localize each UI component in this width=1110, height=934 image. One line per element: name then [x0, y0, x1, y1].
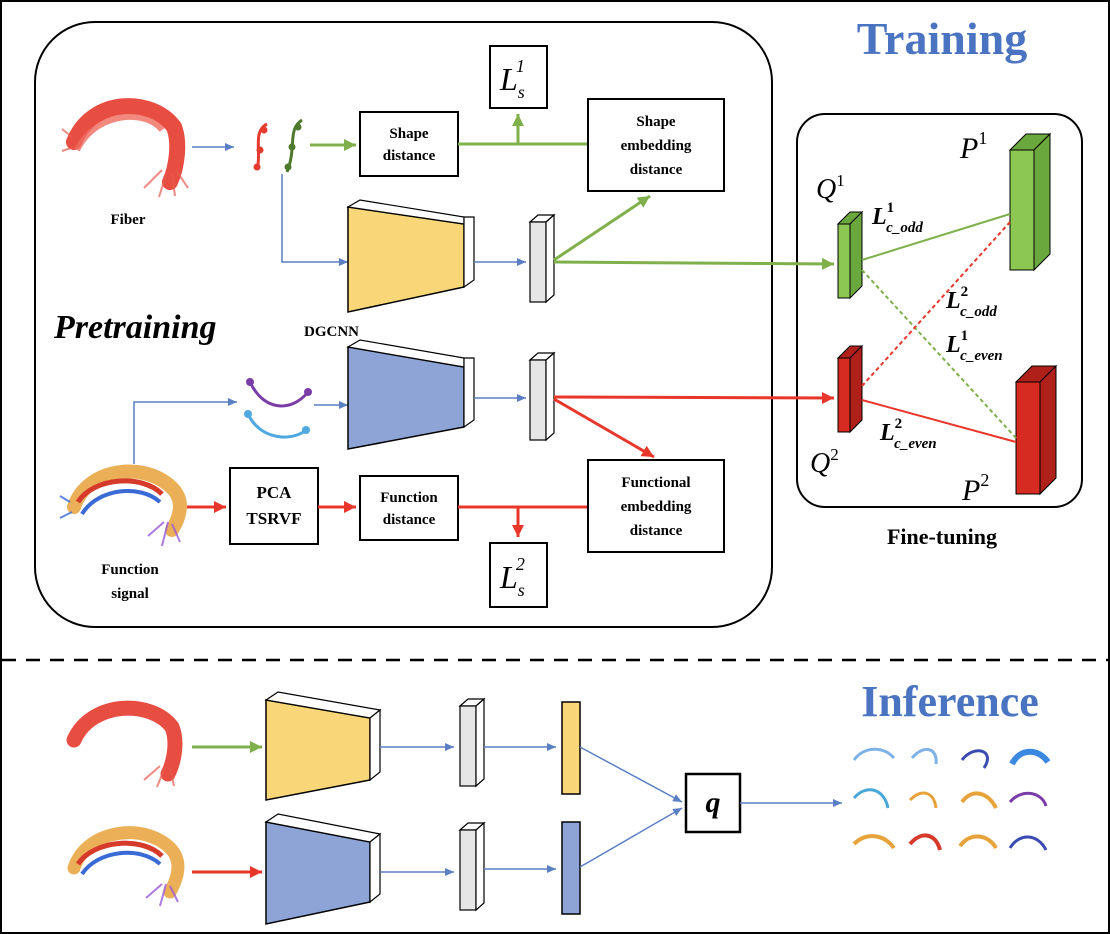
- shape-distance-label-2: distance: [383, 148, 436, 164]
- shape-embedding-distance-box: [587, 98, 725, 192]
- func-slab-to-q2-arrow: [553, 391, 835, 404]
- function-bundle-icon: [59, 464, 187, 547]
- slab-to-shape-embed-arrow: [553, 194, 651, 262]
- shape-embed-label-3: distance: [630, 162, 683, 178]
- function-encoder: [346, 339, 475, 450]
- function-signal-label-2: signal: [111, 586, 149, 602]
- shape-embed-label-1: Shape: [636, 114, 676, 130]
- q2-label: Q2: [810, 445, 839, 479]
- tsrvf-label: TSRVF: [246, 509, 301, 528]
- shape-vector-to-q-arrow: [579, 746, 683, 803]
- inference-shape-vector: [561, 701, 581, 795]
- q1-block: [836, 210, 864, 300]
- retrieved-fiber-clusters-icon: [852, 747, 1051, 851]
- q-box: [684, 772, 742, 834]
- ls2-symbol: Ls2: [499, 554, 525, 600]
- q2-p1-dashed-line: [861, 221, 1011, 387]
- function-distance-box: [359, 475, 459, 541]
- finetuning-title: Fine-tuning: [887, 524, 997, 549]
- function-signal-label-1: Function: [101, 562, 159, 578]
- inference-title: Inference: [861, 677, 1039, 726]
- pretraining-title: Pretraining: [53, 309, 216, 346]
- inference-shape-encoder: [264, 691, 382, 801]
- points-to-dgcnn-arrow: [281, 174, 348, 266]
- finetuning-container: [796, 113, 1083, 508]
- fiber-bundle-icon: [61, 98, 189, 198]
- slab-to-q1-arrow: [553, 257, 835, 270]
- training-title: Training: [857, 13, 1027, 64]
- function-vector-to-q-arrow: [579, 807, 683, 868]
- inference-fiber-icon: [66, 700, 183, 788]
- ls1-box: [489, 45, 548, 109]
- shape-distance-box: [359, 111, 459, 177]
- func-embed-label-3: distance: [630, 523, 683, 539]
- ls1-symbol: Ls1: [499, 56, 525, 102]
- q2-p2-line: [861, 399, 1017, 443]
- function-distance-label-2: distance: [383, 512, 436, 528]
- q2-block: [836, 344, 864, 434]
- p1-label: P1: [959, 128, 987, 165]
- functional-embedding-distance-box: [587, 459, 725, 553]
- shape-embedding-slab: [528, 213, 556, 304]
- p2-block: [1014, 364, 1058, 496]
- p2-label: P2: [961, 470, 989, 507]
- inference-function-icon: [67, 826, 185, 907]
- function-embedding-slab: [528, 351, 556, 442]
- fiber-label: Fiber: [111, 212, 146, 228]
- func-embed-label-1: Functional: [621, 475, 690, 491]
- inference-shape-slab: [458, 697, 486, 788]
- inference-function-vector: [561, 821, 581, 915]
- q1-p1-line: [861, 213, 1011, 261]
- function-curves-icon: [244, 378, 312, 439]
- dgcnn-label: DGCNN: [304, 324, 359, 340]
- pca-tsrvf-box: [229, 467, 319, 545]
- ls2-box: [489, 542, 548, 608]
- shape-distance-label-1: Shape: [389, 126, 429, 142]
- inference-function-slab: [458, 821, 486, 912]
- dgcnn-shape-encoder: [346, 199, 475, 313]
- function-distance-label-1: Function: [380, 490, 438, 506]
- inference-function-encoder: [264, 813, 382, 925]
- func-embed-label-2: embedding: [621, 499, 692, 515]
- func-slab-to-func-embed-arrow: [553, 397, 655, 459]
- q-symbol: q: [706, 786, 721, 819]
- q1-p2-dashed-line: [861, 269, 1017, 439]
- pca-label: PCA: [257, 483, 293, 502]
- p1-block: [1008, 132, 1052, 272]
- pretraining-container: [34, 21, 773, 628]
- shape-embed-label-2: embedding: [621, 138, 692, 154]
- q1-label: Q1: [816, 171, 845, 205]
- fiber-point-curves-icon: [253, 118, 303, 173]
- signal-to-curves-arrow: [133, 398, 237, 464]
